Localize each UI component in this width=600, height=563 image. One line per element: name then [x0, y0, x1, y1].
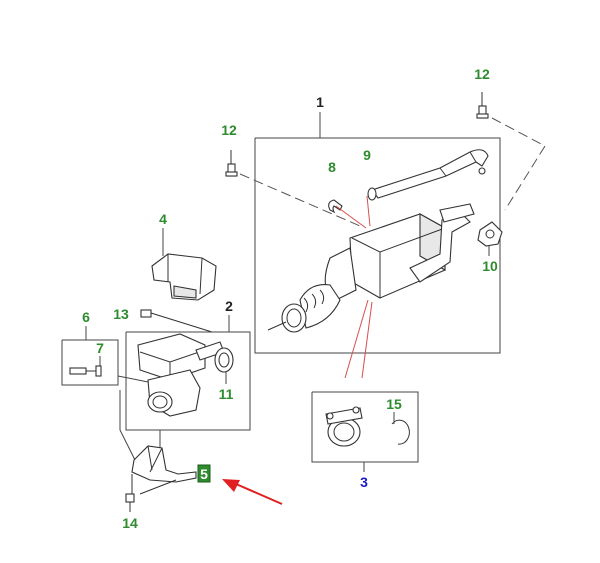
group-box-2: [125, 331, 251, 431]
part-tube-9[interactable]: [367, 149, 489, 201]
group-box-3: [311, 391, 419, 463]
part-clamp-3[interactable]: [325, 406, 363, 447]
part-bolt-12-right[interactable]: [476, 92, 489, 119]
callout-14: 14: [122, 515, 138, 531]
red-leader-8: [335, 205, 367, 229]
part-bolt-12-left[interactable]: [225, 150, 238, 177]
leader-sensor-to-outlet: [117, 375, 149, 383]
callout-3: 3: [360, 474, 368, 490]
group-box-6: [61, 339, 119, 386]
red-leader-3b: [361, 301, 373, 379]
red-arrow: [222, 479, 283, 505]
callout-5: 5: [200, 466, 208, 482]
part-sensor-7[interactable]: [69, 356, 102, 377]
callout-7: 7: [96, 340, 104, 356]
callout-12-right: 12: [474, 66, 490, 82]
callout-12-left: 12: [221, 122, 237, 138]
part-clip-8[interactable]: [328, 199, 343, 214]
callout-1: 1: [316, 94, 324, 110]
callout-10: 10: [482, 258, 498, 274]
callout-11: 11: [219, 386, 234, 402]
part-dpf-body[interactable]: [267, 203, 475, 333]
part-heat-shield-4[interactable]: [151, 228, 217, 301]
dash-line-bolt-12-left: [239, 173, 361, 227]
callout-15: 15: [386, 396, 402, 412]
part-bracket[interactable]: [131, 445, 197, 495]
part-gasket-11[interactable]: [214, 347, 234, 384]
part-outlet-2[interactable]: [137, 333, 225, 417]
part-bolt-14[interactable]: [125, 493, 135, 512]
callout-8: 8: [328, 159, 336, 175]
callout-13: 13: [113, 306, 129, 322]
dash-line-bolt-12-right: [491, 117, 546, 211]
callout-4: 4: [159, 211, 167, 227]
red-leader-3a: [344, 299, 369, 379]
red-leader-9: [366, 195, 371, 227]
group-box-1: [254, 137, 501, 354]
highlighted-part-5[interactable]: 5: [197, 464, 211, 483]
callout-2: 2: [225, 298, 233, 314]
leader-box2-bracket: [119, 390, 141, 471]
part-ring-15[interactable]: [391, 412, 410, 445]
callout-6: 6: [82, 309, 90, 325]
part-bolt-13[interactable]: [140, 309, 213, 333]
callout-9: 9: [363, 147, 371, 163]
part-flange-10[interactable]: [477, 221, 503, 256]
